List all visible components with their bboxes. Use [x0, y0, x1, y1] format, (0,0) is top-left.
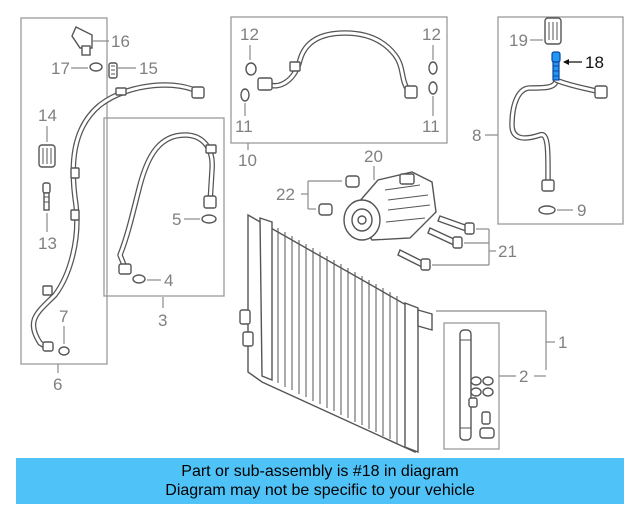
callout-6: 6 — [53, 375, 62, 394]
callout-12-left: 12 — [240, 25, 259, 44]
group-box-10 — [230, 16, 448, 144]
condenser — [239, 213, 433, 454]
o-ring-11-right — [428, 81, 438, 95]
pressure-sensor-16 — [71, 26, 93, 56]
valve-core-18-highlighted — [551, 51, 561, 81]
receiver-drier — [459, 329, 495, 441]
o-ring-11-left — [240, 88, 250, 102]
callout-16: 16 — [111, 32, 130, 51]
callout-9: 9 — [577, 201, 586, 220]
callout-11-left: 11 — [235, 117, 253, 136]
callout-2: 2 — [519, 367, 528, 386]
callout-13: 13 — [38, 234, 57, 253]
hose-assembly-8 — [509, 77, 608, 192]
bolts-21 — [397, 215, 475, 271]
o-ring-7 — [58, 346, 70, 356]
suction-line-assembly — [30, 82, 205, 352]
compressor — [343, 171, 437, 241]
callout-7: 7 — [59, 307, 68, 326]
valve-15 — [108, 62, 118, 79]
callout-1: 1 — [558, 333, 567, 352]
callout-21: 21 — [498, 242, 517, 261]
callout-4: 4 — [164, 271, 173, 290]
o-ring-12-left — [245, 62, 257, 76]
callout-17: 17 — [51, 59, 70, 78]
callout-8: 8 — [472, 126, 481, 145]
o-ring-5 — [201, 214, 217, 224]
parts-diagram: 16 17 15 14 13 7 6 5 4 3 12 11 12 11 10 — [20, 16, 624, 454]
callout-20: 20 — [364, 147, 383, 166]
o-ring-4 — [132, 274, 146, 284]
bushing-22-bottom — [318, 203, 333, 216]
o-ring-17 — [89, 62, 103, 72]
callout-10: 10 — [238, 151, 257, 170]
o-ring-12-right — [428, 61, 438, 75]
o-ring-9 — [538, 205, 556, 215]
callout-22: 22 — [276, 185, 295, 204]
info-banner: Part or sub-assembly is #18 in diagram D… — [16, 458, 624, 504]
liquid-line-assembly — [257, 30, 418, 99]
banner-line-2: Diagram may not be specific to your vehi… — [165, 482, 475, 499]
callout-3: 3 — [158, 311, 167, 330]
cap-19 — [544, 17, 562, 45]
discharge-line-assembly — [117, 132, 217, 275]
callout-5: 5 — [172, 210, 181, 229]
group-box-6 — [20, 17, 108, 365]
banner-line-1: Part or sub-assembly is #18 in diagram — [181, 463, 459, 480]
valve-core-13 — [42, 182, 51, 211]
callout-14: 14 — [38, 106, 57, 125]
callout-12-right: 12 — [422, 25, 441, 44]
cap-14 — [38, 144, 56, 168]
callout-11-right: 11 — [422, 117, 440, 136]
bushing-22-top — [345, 175, 360, 188]
group-box-2 — [443, 322, 500, 450]
callout-15: 15 — [139, 59, 158, 78]
group-box-3 — [103, 117, 225, 297]
callout-18: 18 — [585, 53, 604, 72]
group-box-8 — [497, 16, 624, 225]
callout-19: 19 — [509, 31, 528, 50]
